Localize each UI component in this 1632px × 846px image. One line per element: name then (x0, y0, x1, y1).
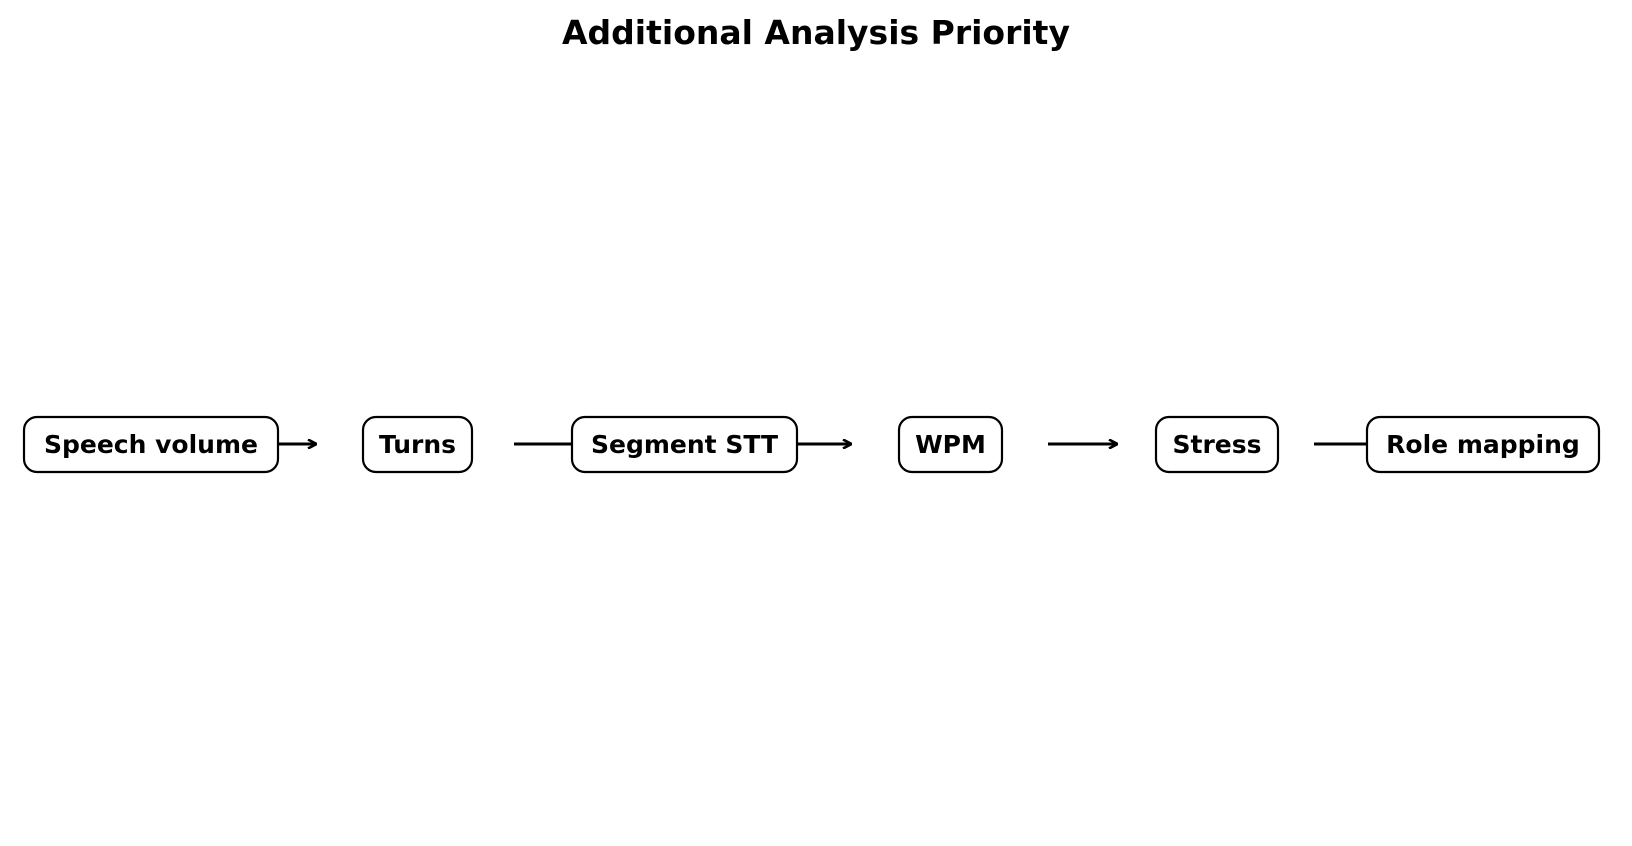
node-box (897, 415, 1004, 474)
node-label: Role mapping (1386, 430, 1580, 459)
node-label: Speech volume (44, 430, 258, 459)
node-segment-stt: Segment STT (570, 415, 799, 474)
node-wpm: WPM (897, 415, 1004, 474)
node-box (22, 415, 280, 474)
node-label: Segment STT (591, 430, 778, 459)
node-speech-volume: Speech volume (22, 415, 280, 474)
node-role-mapping: Role mapping (1365, 415, 1601, 474)
diagram-title: Additional Analysis Priority (562, 13, 1070, 52)
node-label: Turns (379, 430, 456, 459)
node-box (1365, 415, 1601, 474)
node-label: Stress (1172, 430, 1261, 459)
node-box (361, 415, 474, 474)
node-box (570, 415, 799, 474)
node-stress: Stress (1154, 415, 1280, 474)
node-turns: Turns (361, 415, 474, 474)
node-box (1154, 415, 1280, 474)
node-label: WPM (915, 430, 986, 459)
